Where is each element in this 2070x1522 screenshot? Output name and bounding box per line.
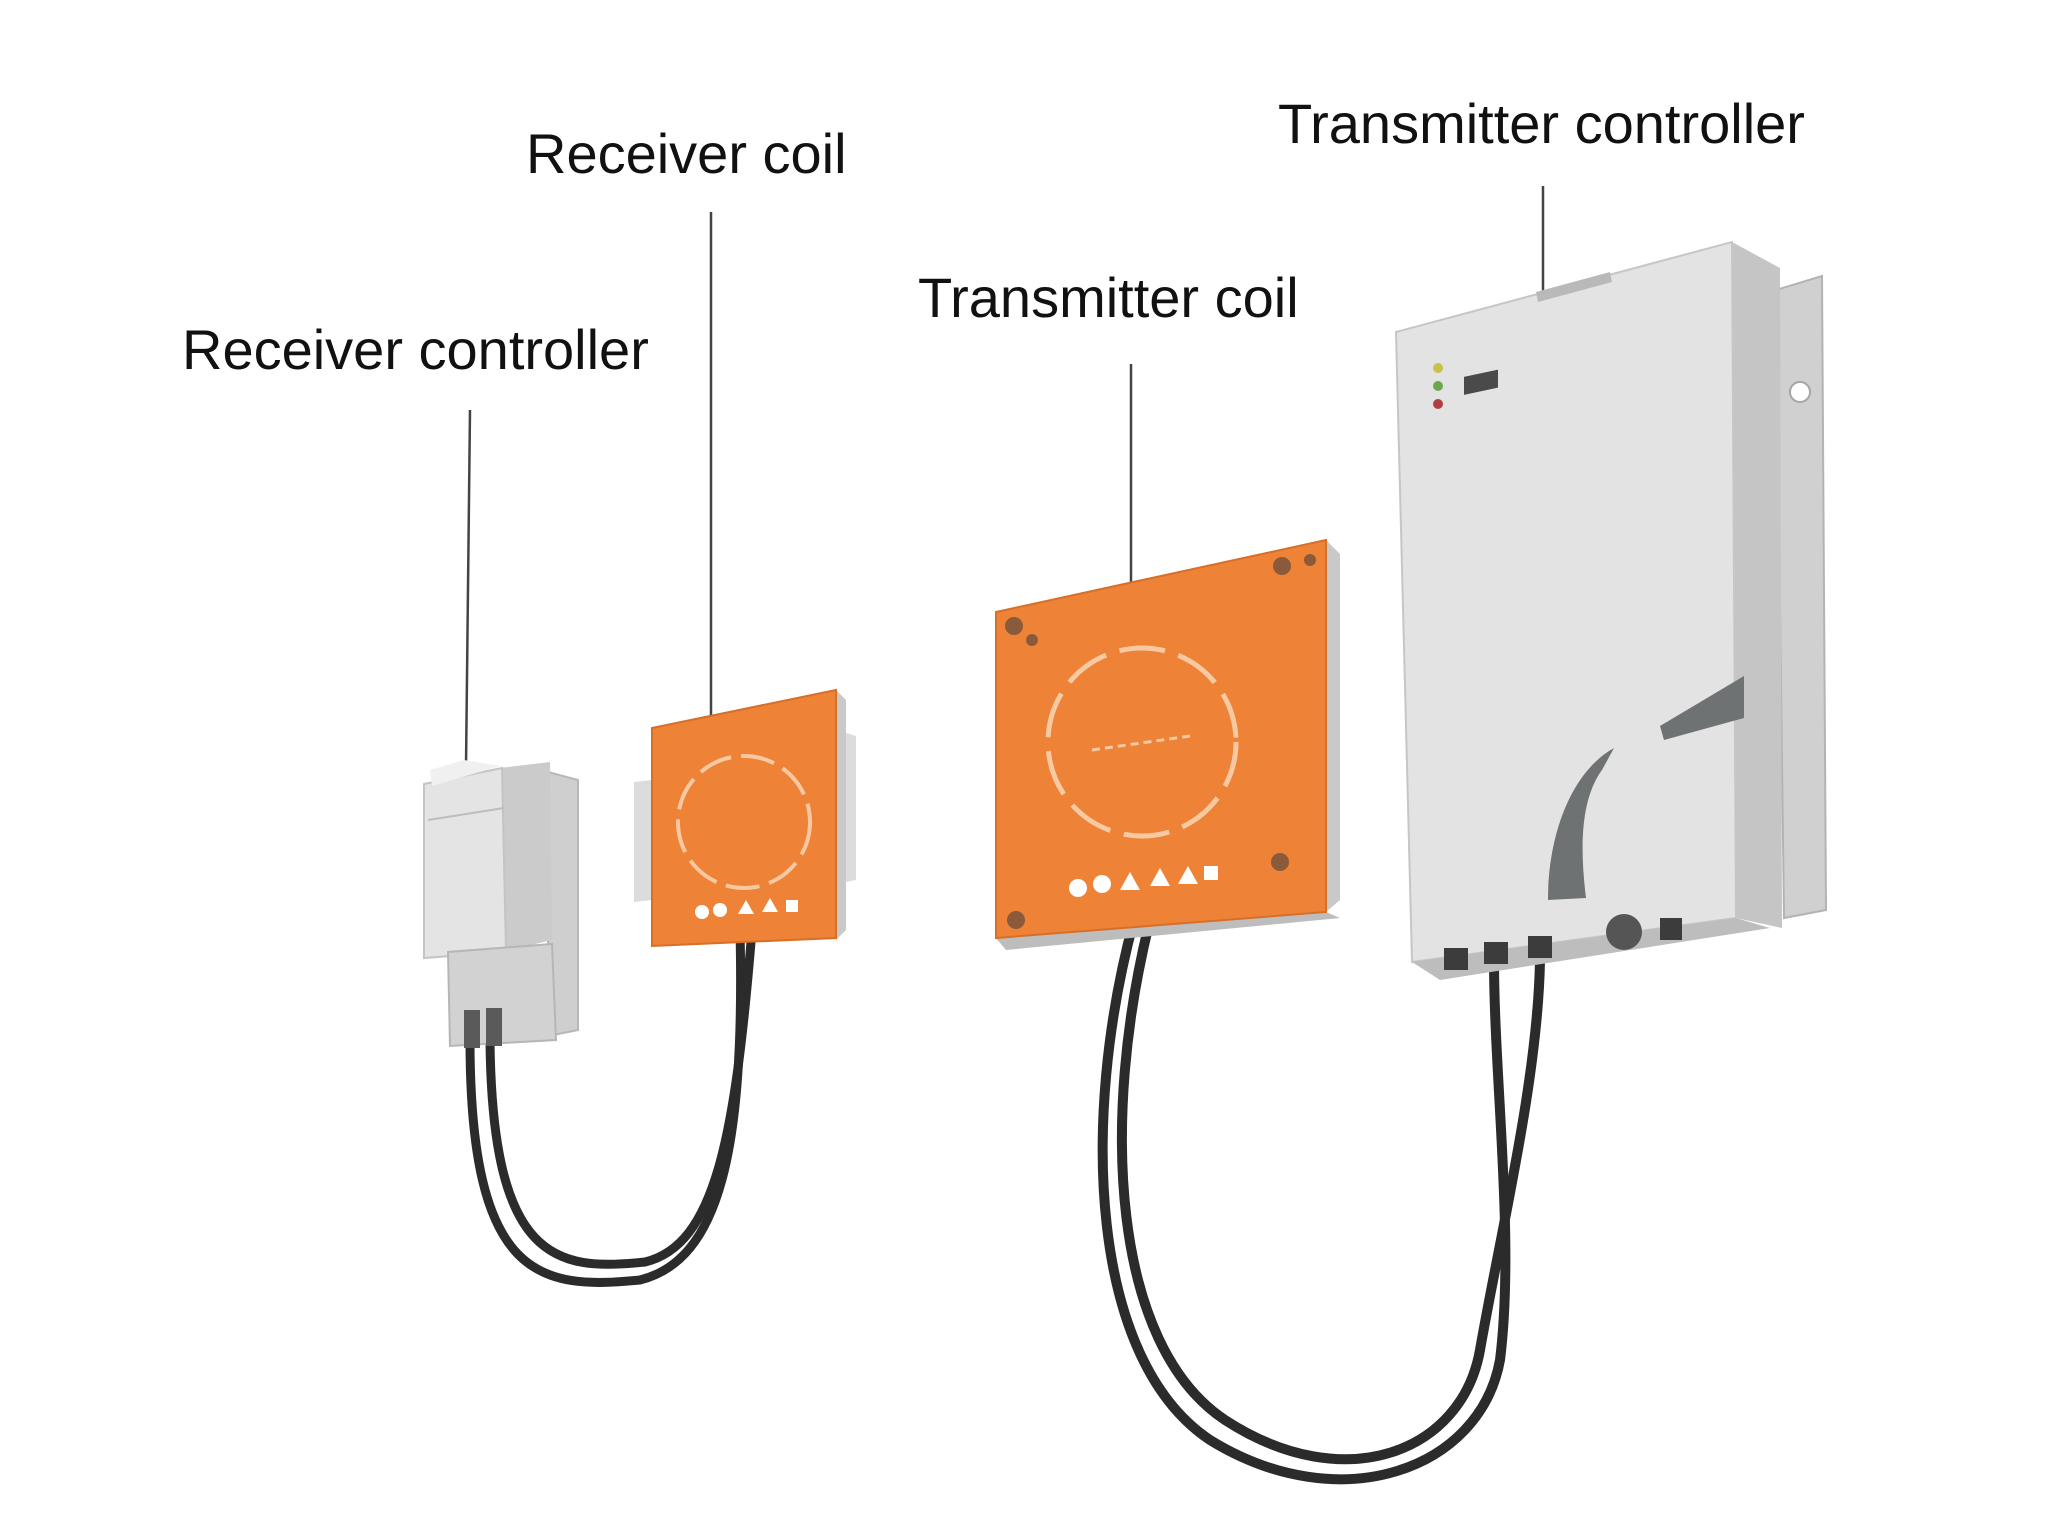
receiver-coil-device — [634, 688, 856, 948]
led-indicator-icon — [1433, 381, 1443, 391]
coil-marking-icon — [676, 754, 812, 890]
connector-port-icon — [1660, 918, 1682, 940]
brand-arc-outer — [1548, 748, 1614, 900]
coil-marking-text-line — [1091, 734, 1191, 752]
receiver-coil-edge — [836, 690, 846, 940]
receiver-controller-connector-b — [486, 1008, 502, 1046]
receiver-controller-side — [500, 762, 552, 952]
transmitter-coil-edge — [1326, 540, 1340, 912]
transmitter-controller-side — [1732, 242, 1782, 928]
led-indicator-icon — [1433, 363, 1443, 373]
mounting-holes-icon — [1005, 554, 1316, 929]
receiver-controller-front — [423, 766, 508, 960]
transmitter-coil-device — [995, 538, 1340, 950]
leader-lines — [464, 186, 1545, 767]
leader-line-receiver-controller — [464, 409, 472, 767]
transmitter-coil-bottom-edge — [996, 912, 1340, 950]
label-transmitter-coil: Transmitter coil — [918, 266, 1299, 329]
display-window-icon — [1464, 369, 1498, 395]
connector-port-icon — [1528, 936, 1552, 958]
brand-arc-inner — [1660, 676, 1744, 740]
connector-port-icon — [1484, 942, 1508, 964]
transmitter-cables — [1097, 915, 1545, 1485]
led-indicator-icon — [1433, 399, 1443, 409]
transmitter-controller-bracket — [1774, 274, 1828, 920]
safety-symbols-icon — [695, 898, 798, 919]
transmitter-cable-b — [1116, 915, 1545, 1465]
transmitter-controller-top-handle — [1536, 272, 1612, 302]
safety-symbols-icon — [1069, 866, 1218, 897]
connector-port-icon — [1444, 948, 1468, 970]
label-receiver-controller: Receiver controller — [182, 318, 649, 381]
label-transmitter-controller: Transmitter controller — [1278, 92, 1805, 155]
receiver-controller-top — [430, 760, 500, 786]
coil-marking-icon — [1045, 645, 1239, 839]
fan-vent-icon — [1606, 914, 1642, 950]
bracket-keyhole-icon — [1789, 381, 1811, 403]
transmitter-controller-device — [1394, 240, 1828, 980]
receiver-coil-panel — [651, 688, 837, 948]
receiver-controller-connector-a — [464, 1010, 480, 1048]
receiver-coil-mount-left — [634, 780, 652, 902]
receiver-cable-b — [485, 925, 757, 1269]
label-receiver-coil: Receiver coil — [526, 122, 847, 185]
receiver-cables — [465, 925, 757, 1287]
receiver-controller-device — [423, 760, 579, 1048]
receiver-controller-seam — [427, 807, 505, 821]
transmitter-cable-a — [1097, 915, 1511, 1485]
